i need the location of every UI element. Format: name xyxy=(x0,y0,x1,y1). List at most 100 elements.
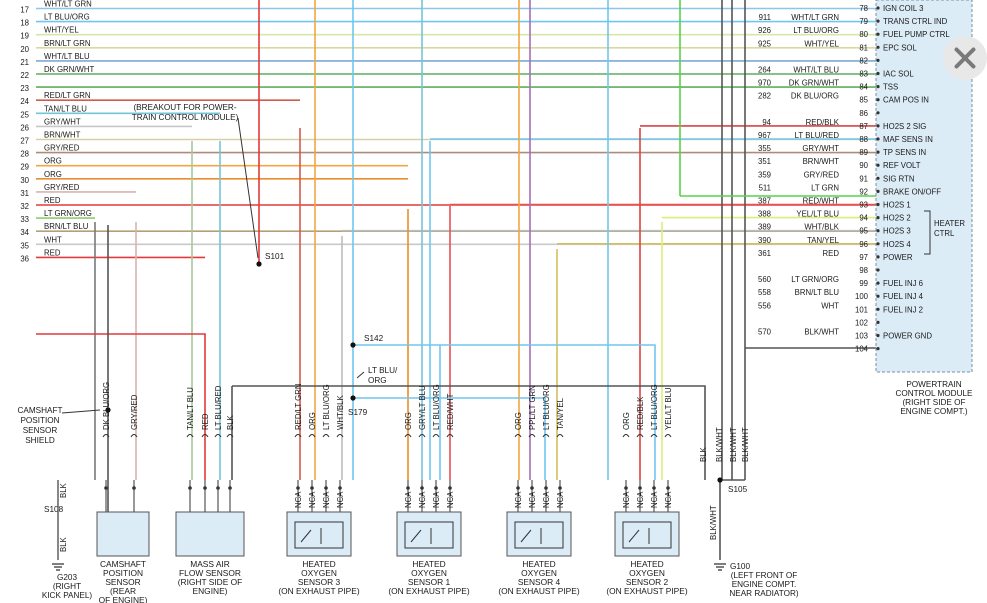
sensor-wire-label: RED/WHT xyxy=(446,393,455,430)
wire-layer xyxy=(36,0,878,560)
camshaft-shield-label: SHIELD xyxy=(25,436,55,445)
terminal-dot xyxy=(624,486,628,490)
nca-label: NCA xyxy=(446,491,455,508)
pcm-pin-dot xyxy=(876,294,880,298)
pcm-circuit-97: 361 xyxy=(758,249,771,258)
pcm-circuit-94: 388 xyxy=(758,210,771,219)
splice-label-s108: S108 xyxy=(44,505,64,514)
pcm-pin-100: 100 xyxy=(855,292,869,301)
sensor-element xyxy=(622,521,672,549)
component-name: SENSOR 2 xyxy=(626,577,669,587)
pcm-wire-label-80: LT BLU/ORG xyxy=(793,26,839,35)
pcm-circuit-92: 511 xyxy=(759,183,771,192)
pcm-caption: POWERTRAIN xyxy=(906,380,961,389)
component-name: HEATED xyxy=(630,559,663,569)
shield-leader xyxy=(61,409,101,414)
left-pin-35: 35 xyxy=(20,241,29,250)
component-name: CAMSHAFT xyxy=(100,559,146,569)
component-name: POSITION xyxy=(103,568,143,578)
heater-ctrl-label-2: CTRL xyxy=(934,229,955,238)
terminal-dot xyxy=(203,486,207,490)
pcm-function-96: HO2S 4 xyxy=(883,240,911,249)
pcm-caption: ENGINE COMPT.) xyxy=(900,407,968,416)
left-wire-label-22: DK GRN/WHT xyxy=(44,65,94,74)
heater-element-icon xyxy=(628,529,640,543)
pcm-pin-87: 87 xyxy=(859,122,868,131)
pcm-pin-dot xyxy=(876,202,880,207)
pcm-function-80: FUEL PUMP CTRL xyxy=(883,30,950,39)
sensor-wire-label: TAN/YEL xyxy=(556,397,565,430)
connector-pin xyxy=(308,434,316,438)
left-pin-34: 34 xyxy=(20,228,29,237)
left-pin-20: 20 xyxy=(20,45,29,54)
component-name: OF ENGINE) xyxy=(99,595,148,603)
splice-s101 xyxy=(256,261,262,267)
terminal-dot xyxy=(338,486,342,490)
left-wire-label-24: RED/LT GRN xyxy=(44,91,91,100)
component-box xyxy=(614,511,680,557)
component-name: OXYGEN xyxy=(629,568,665,578)
pcm-function-88: MAF SENS IN xyxy=(883,135,933,144)
pcm-caption: (RIGHT SIDE OF xyxy=(902,398,965,407)
sensor-wire-label: LT BLU/ORG xyxy=(542,384,551,430)
left-pin-36: 36 xyxy=(20,254,29,263)
pcm-pin-dot xyxy=(876,111,880,115)
pcm-function-87: HO2S 2 SIG xyxy=(883,122,926,131)
pcm-function-81: EPC SOL xyxy=(883,43,917,52)
pcm-pin-80: 80 xyxy=(859,30,868,39)
camshaft-shield-label: CAMSHAFT xyxy=(17,406,62,415)
nca-label: NCA xyxy=(418,491,427,508)
connector-pin xyxy=(650,434,658,438)
pcm-wire-label-101: WHT xyxy=(821,301,839,310)
left-wire-label-29: ORG xyxy=(44,157,62,166)
terminal-dot xyxy=(310,486,314,490)
left-pin-27: 27 xyxy=(20,137,29,146)
nca-label: NCA xyxy=(528,491,537,508)
splice-s179 xyxy=(350,395,356,401)
nca-label: NCA xyxy=(556,491,565,508)
left-wire-label-31: GRY/RED xyxy=(44,183,80,192)
pcm-wire-label-93: RED/WHT xyxy=(803,197,840,206)
bus-lt-blu-org-a xyxy=(353,344,656,480)
sensor-wire-label: DK BLU/ORG xyxy=(102,382,111,430)
terminal-dot xyxy=(228,486,232,490)
ground-wire-label: BLK xyxy=(699,446,708,462)
terminal-dot xyxy=(558,486,562,490)
pcm-circuit-95: 389 xyxy=(758,223,771,232)
left-pin-21: 21 xyxy=(20,58,29,67)
left-wire-label-25: TAN/LT BLU xyxy=(44,104,87,113)
terminal-dot xyxy=(448,486,452,490)
connector-pin xyxy=(294,434,302,438)
pcm-pin-89: 89 xyxy=(859,148,868,157)
pcm-pin-dot xyxy=(876,150,880,154)
ground-label-g203: G203 xyxy=(57,573,77,582)
pcm-wire-label-100: BRN/LT BLU xyxy=(795,288,840,297)
pcm-pin-103: 103 xyxy=(855,332,868,341)
breakout-note: (BREAKOUT FOR POWER- xyxy=(133,103,236,112)
sensor-wire-label: RED xyxy=(201,413,210,430)
left-pin-26: 26 xyxy=(20,123,29,132)
pcm-circuit-93: 387 xyxy=(758,197,771,206)
close-button[interactable] xyxy=(943,36,987,80)
pcm-pin-102: 102 xyxy=(855,318,868,327)
pcm-circuit-89: 355 xyxy=(758,144,772,153)
sensor-wire-label: GRY/RED xyxy=(130,394,139,430)
connector-pin xyxy=(556,434,564,438)
pcm-pin-dot xyxy=(876,229,880,233)
pcm-pin-84: 84 xyxy=(859,83,868,92)
component-name: SENSOR 1 xyxy=(408,577,451,587)
pcm-circuit-103: 570 xyxy=(758,328,772,337)
connector-pin xyxy=(528,434,536,438)
sensor-wire-label: LT BLU/ORG xyxy=(432,384,441,430)
pcm-pin-dot xyxy=(876,216,880,220)
pcm-pin-86: 86 xyxy=(859,109,868,118)
pcm-pin-dot xyxy=(876,19,880,23)
pcm-wire-label-87: RED/BLK xyxy=(806,118,840,127)
pcm-function-97: POWER xyxy=(883,253,913,262)
sensor-wire-label: GRY/LT BLU xyxy=(418,385,427,430)
pcm-pin-dot xyxy=(876,333,880,338)
splice-s142 xyxy=(350,342,356,348)
pcm-circuit-100: 558 xyxy=(758,288,771,297)
pcm-circuit-96: 390 xyxy=(758,236,772,245)
